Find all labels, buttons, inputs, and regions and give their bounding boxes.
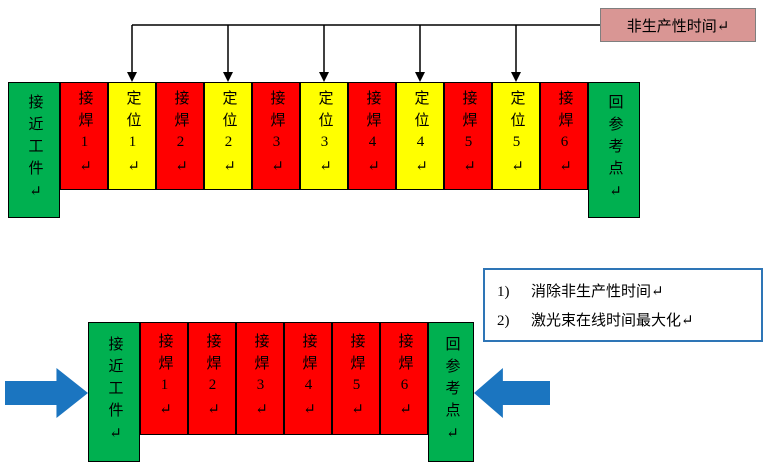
top-position-label-2: 定位2↵ xyxy=(220,90,237,182)
bottom-weld-label-6: 接焊6↵ xyxy=(396,332,413,425)
top-position-label-3: 定位3↵ xyxy=(316,90,333,182)
top-weld-label-6: 接焊6↵ xyxy=(556,90,573,182)
bottom-reference-point-box: 回参考点↵ xyxy=(428,322,474,462)
top-position-box-5: 定位5↵ xyxy=(492,82,540,190)
top-approach-workpiece-label: 接近工件↵ xyxy=(26,93,43,207)
nonproductive-time-label: 非生产性时间↵ xyxy=(626,18,730,35)
bottom-weld-box-6: 接焊6↵ xyxy=(380,322,428,435)
bottom-weld-label-5: 接焊5↵ xyxy=(348,332,365,425)
top-position-box-1: 定位1↵ xyxy=(108,82,156,190)
note-number-2: 2) xyxy=(497,313,510,329)
bottom-weld-box-4: 接焊4↵ xyxy=(284,322,332,435)
bottom-weld-box-3: 接焊3↵ xyxy=(236,322,284,435)
top-reference-point-box: 回参考点↵ xyxy=(588,82,640,218)
notes-box: 1) 消除非生产性时间↵ 2) 激光束在线时间最大化↵ xyxy=(483,268,763,342)
bottom-weld-box-1: 接焊1↵ xyxy=(140,322,188,435)
top-weld-box-6: 接焊6↵ xyxy=(540,82,588,190)
top-reference-point-label: 回参考点↵ xyxy=(606,93,623,207)
bottom-weld-label-3: 接焊3↵ xyxy=(252,332,269,425)
connector-arrows-down xyxy=(127,24,600,82)
top-weld-box-2: 接焊2↵ xyxy=(156,82,204,190)
bottom-reference-point-label: 回参考点↵ xyxy=(443,335,460,449)
top-weld-box-5: 接焊5↵ xyxy=(444,82,492,190)
bottom-weld-box-5: 接焊5↵ xyxy=(332,322,380,435)
note-text-2: 激光束在线时间最大化↵ xyxy=(531,313,694,329)
bottom-weld-label-4: 接焊4↵ xyxy=(300,332,317,425)
top-position-box-2: 定位2↵ xyxy=(204,82,252,190)
top-weld-label-4: 接焊4↵ xyxy=(364,90,381,182)
bottom-weld-box-2: 接焊2↵ xyxy=(188,322,236,435)
top-weld-label-2: 接焊2↵ xyxy=(172,90,189,182)
top-approach-workpiece-box: 接近工件↵ xyxy=(8,82,60,218)
bottom-approach-workpiece-label: 接近工件↵ xyxy=(106,335,123,449)
top-position-label-4: 定位4↵ xyxy=(412,90,429,182)
top-position-label-1: 定位1↵ xyxy=(124,90,141,182)
bottom-approach-workpiece-box: 接近工件↵ xyxy=(88,322,140,462)
top-position-label-5: 定位5↵ xyxy=(508,90,525,182)
top-weld-label-5: 接焊5↵ xyxy=(460,90,477,182)
note-text-1: 消除非生产性时间↵ xyxy=(531,284,664,300)
left-block-arrow-icon xyxy=(5,368,88,418)
right-block-arrow-icon xyxy=(474,368,550,418)
nonproductive-time-box: 非生产性时间↵ xyxy=(600,8,756,42)
top-position-box-4: 定位4↵ xyxy=(396,82,444,190)
top-weld-label-1: 接焊1↵ xyxy=(76,90,93,182)
top-position-box-3: 定位3↵ xyxy=(300,82,348,190)
note-line-2: 2) 激光束在线时间最大化↵ xyxy=(497,309,749,330)
bottom-weld-label-1: 接焊1↵ xyxy=(156,332,173,425)
top-weld-box-4: 接焊4↵ xyxy=(348,82,396,190)
top-weld-box-1: 接焊1↵ xyxy=(60,82,108,190)
bottom-weld-label-2: 接焊2↵ xyxy=(204,332,221,425)
note-number-1: 1) xyxy=(497,284,510,300)
top-weld-box-3: 接焊3↵ xyxy=(252,82,300,190)
top-weld-label-3: 接焊3↵ xyxy=(268,90,285,182)
note-line-1: 1) 消除非生产性时间↵ xyxy=(497,280,749,301)
